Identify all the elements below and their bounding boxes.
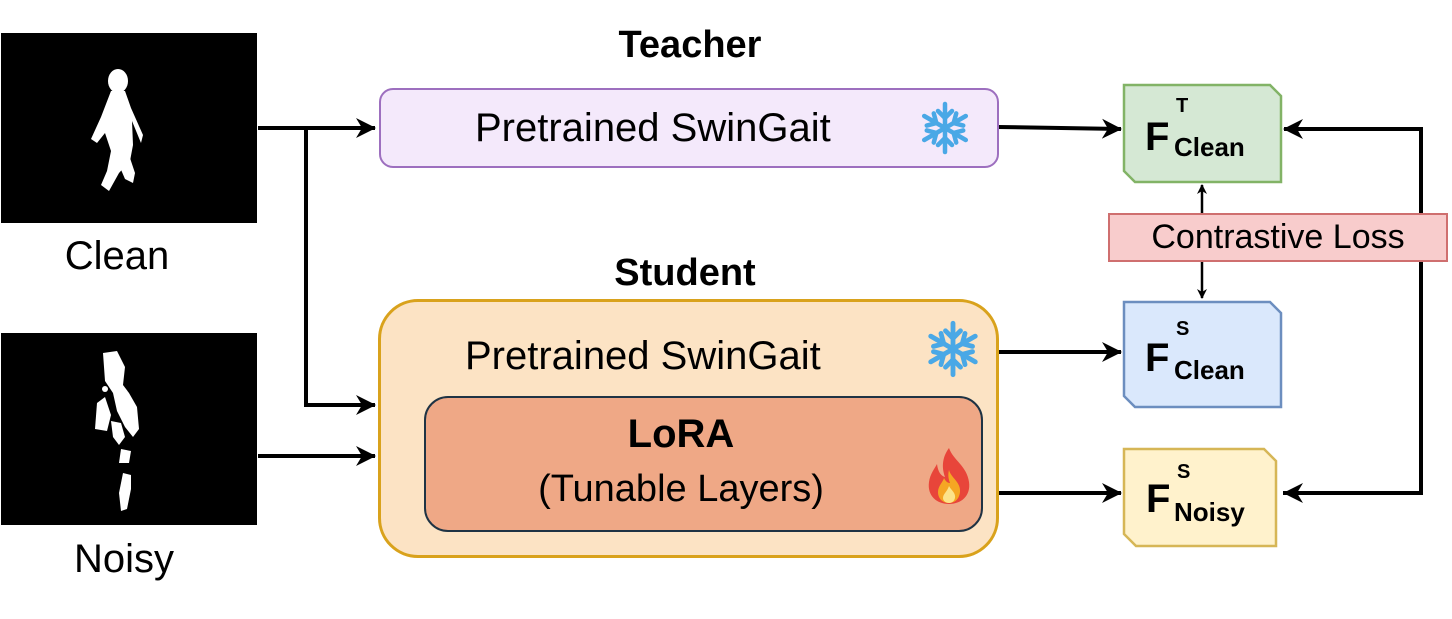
arrow-teacher-to-feature	[997, 118, 1122, 139]
feature-student-clean-sub: Clean	[1174, 355, 1245, 385]
lora-box: LoRA (Tunable Layers)	[424, 396, 983, 532]
teacher-model-box: Pretrained SwinGait	[379, 88, 999, 168]
snowflake-icon	[928, 320, 978, 378]
snowflake-icon	[921, 101, 969, 155]
student-title: Student	[614, 252, 756, 294]
clean-label: Clean	[64, 234, 170, 278]
feature-teacher-clean: F T Clean	[1124, 85, 1281, 182]
teacher-title: Teacher	[618, 24, 762, 66]
fire-icon	[928, 448, 970, 504]
feature-student-noisy-main: F	[1146, 477, 1171, 521]
feature-student-noisy-sup: S	[1177, 461, 1191, 483]
feature-student-clean-main: F	[1145, 336, 1170, 380]
feature-student-noisy-sub: Noisy	[1174, 497, 1245, 527]
feature-student-noisy: F S Noisy	[1124, 449, 1276, 546]
noisy-silhouette-image	[1, 333, 257, 525]
contrastive-loss-box: Contrastive Loss	[1108, 213, 1448, 262]
teacher-model-label: Pretrained SwinGait	[475, 106, 831, 150]
feature-teacher-clean-sub: Clean	[1174, 132, 1245, 162]
lora-subtitle: (Tunable Layers)	[538, 468, 824, 510]
student-model-box: Pretrained SwinGait LoRA (Tunable Layers…	[378, 299, 999, 558]
feature-box-student-clean	[1122, 300, 1283, 409]
feature-teacher-clean-main: F	[1145, 115, 1170, 159]
student-model-label: Pretrained SwinGait	[465, 334, 821, 378]
noisy-label: Noisy	[73, 537, 175, 581]
lora-title: LoRA	[627, 412, 735, 456]
feature-box-teacher-clean	[1122, 83, 1283, 184]
arrow-clean-to-student	[304, 128, 376, 415]
feature-box-student-noisy	[1122, 447, 1278, 548]
feature-student-clean: F S Clean	[1124, 302, 1281, 407]
clean-silhouette-image	[1, 33, 257, 223]
arrow-noisy-to-teacher-feature	[1283, 119, 1423, 495]
feature-student-clean-sup: S	[1176, 318, 1190, 340]
feature-teacher-clean-sup: T	[1176, 95, 1189, 117]
